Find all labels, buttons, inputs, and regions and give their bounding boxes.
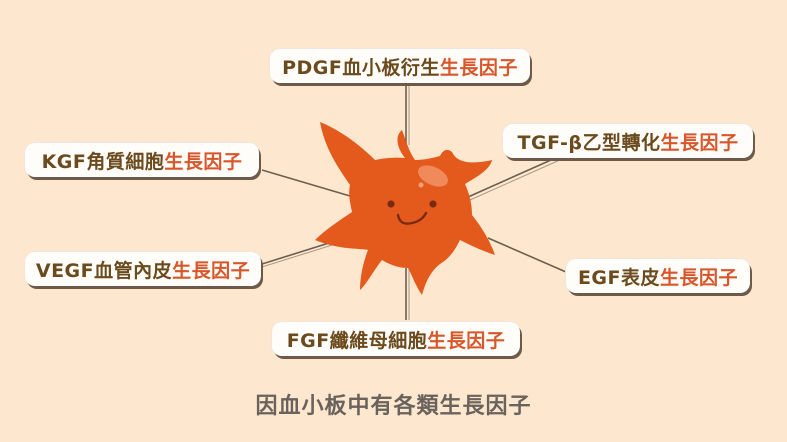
connector-egf (487, 237, 567, 273)
smile-icon (396, 211, 428, 225)
label-egf-prefix: EGF表皮 (577, 266, 661, 289)
label-tgf-prefix: TGF-β乙型轉化 (517, 131, 661, 154)
right-eye-icon (429, 200, 437, 208)
label-fgf-prefix: FGF纖維母細胞 (286, 329, 428, 352)
platelet-highlight (418, 165, 448, 187)
label-fgf-suffix: 生長因子 (427, 329, 506, 352)
label-vegf-suffix: 生長因子 (172, 259, 251, 282)
label-pdgf-suffix: 生長因子 (439, 56, 518, 79)
label-kgf-suffix: 生長因子 (164, 150, 243, 173)
caption-subtitle: 因血小板中有各類生長因子 (255, 394, 532, 419)
platelet-body (315, 122, 495, 295)
label-pdgf: PDGF血小板衍生生長因子 (270, 49, 530, 83)
label-kgf-prefix: KGF角質細胞 (41, 150, 165, 173)
connector-kgf (261, 169, 351, 197)
label-egf-suffix: 生長因子 (660, 266, 739, 289)
connector-tgf (467, 155, 561, 198)
label-pdgf-prefix: PDGF血小板衍生 (282, 56, 440, 79)
label-kgf: KGF角質細胞生長因子 (25, 143, 259, 177)
label-vegf: VEGF血管內皮生長因子 (25, 252, 261, 286)
label-tgf-suffix: 生長因子 (660, 131, 739, 154)
left-eye-icon (387, 200, 395, 208)
platelet-illustration (315, 122, 495, 295)
label-tgf: TGF-β乙型轉化生長因子 (503, 124, 753, 158)
label-vegf-prefix: VEGF血管內皮 (35, 259, 173, 282)
label-fgf: FGF纖維母細胞生長因子 (272, 322, 520, 356)
platelet-sparkle (418, 182, 424, 188)
label-egf: EGF表皮生長因子 (566, 259, 750, 293)
